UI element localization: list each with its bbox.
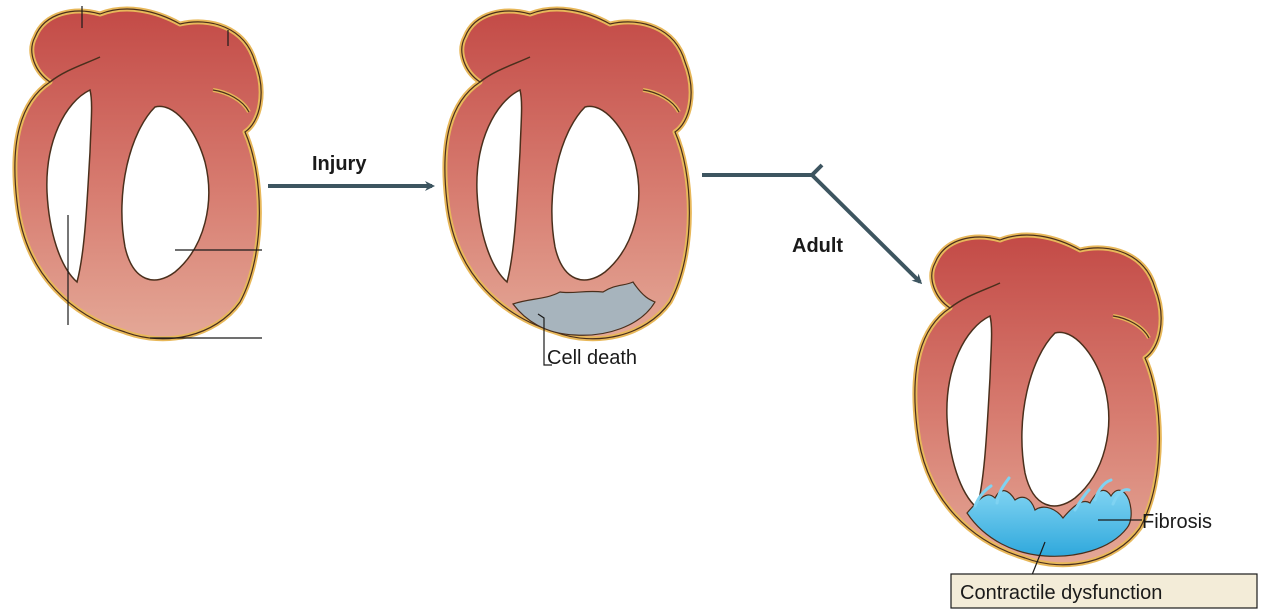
fibrotic-heart bbox=[915, 235, 1161, 565]
injury-arrow: Injury bbox=[268, 153, 432, 186]
adult-arrow: Adult bbox=[702, 165, 920, 282]
adult-label: Adult bbox=[792, 235, 843, 257]
fibrosis-label: Fibrosis bbox=[1142, 511, 1212, 533]
contractile-dysfunction-label: Contractile dysfunction bbox=[960, 582, 1162, 604]
injured-heart bbox=[445, 9, 691, 339]
cell-death-label: Cell death bbox=[547, 347, 637, 369]
normal-heart bbox=[15, 9, 261, 339]
injury-label: Injury bbox=[312, 153, 367, 175]
